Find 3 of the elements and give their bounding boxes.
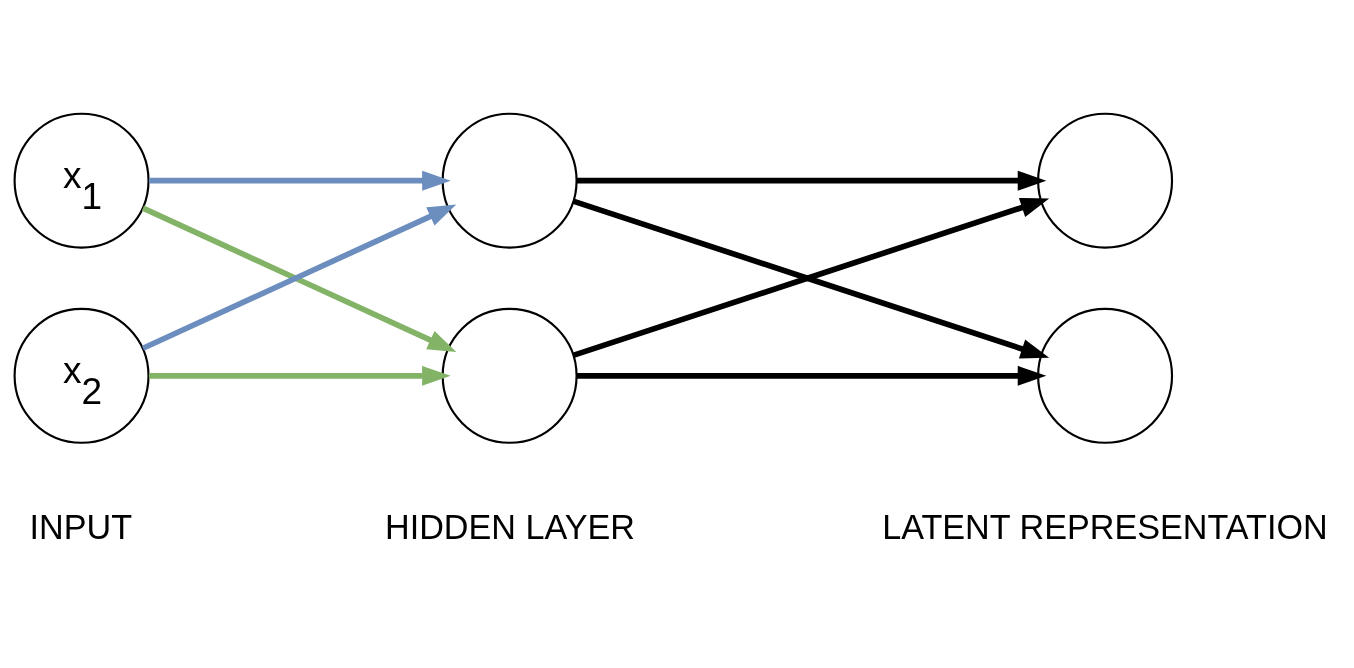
label: HIDDEN LAYER xyxy=(384,506,635,545)
label: LATENT REPRESENTATION xyxy=(882,506,1328,545)
label: INPUT xyxy=(29,506,133,545)
